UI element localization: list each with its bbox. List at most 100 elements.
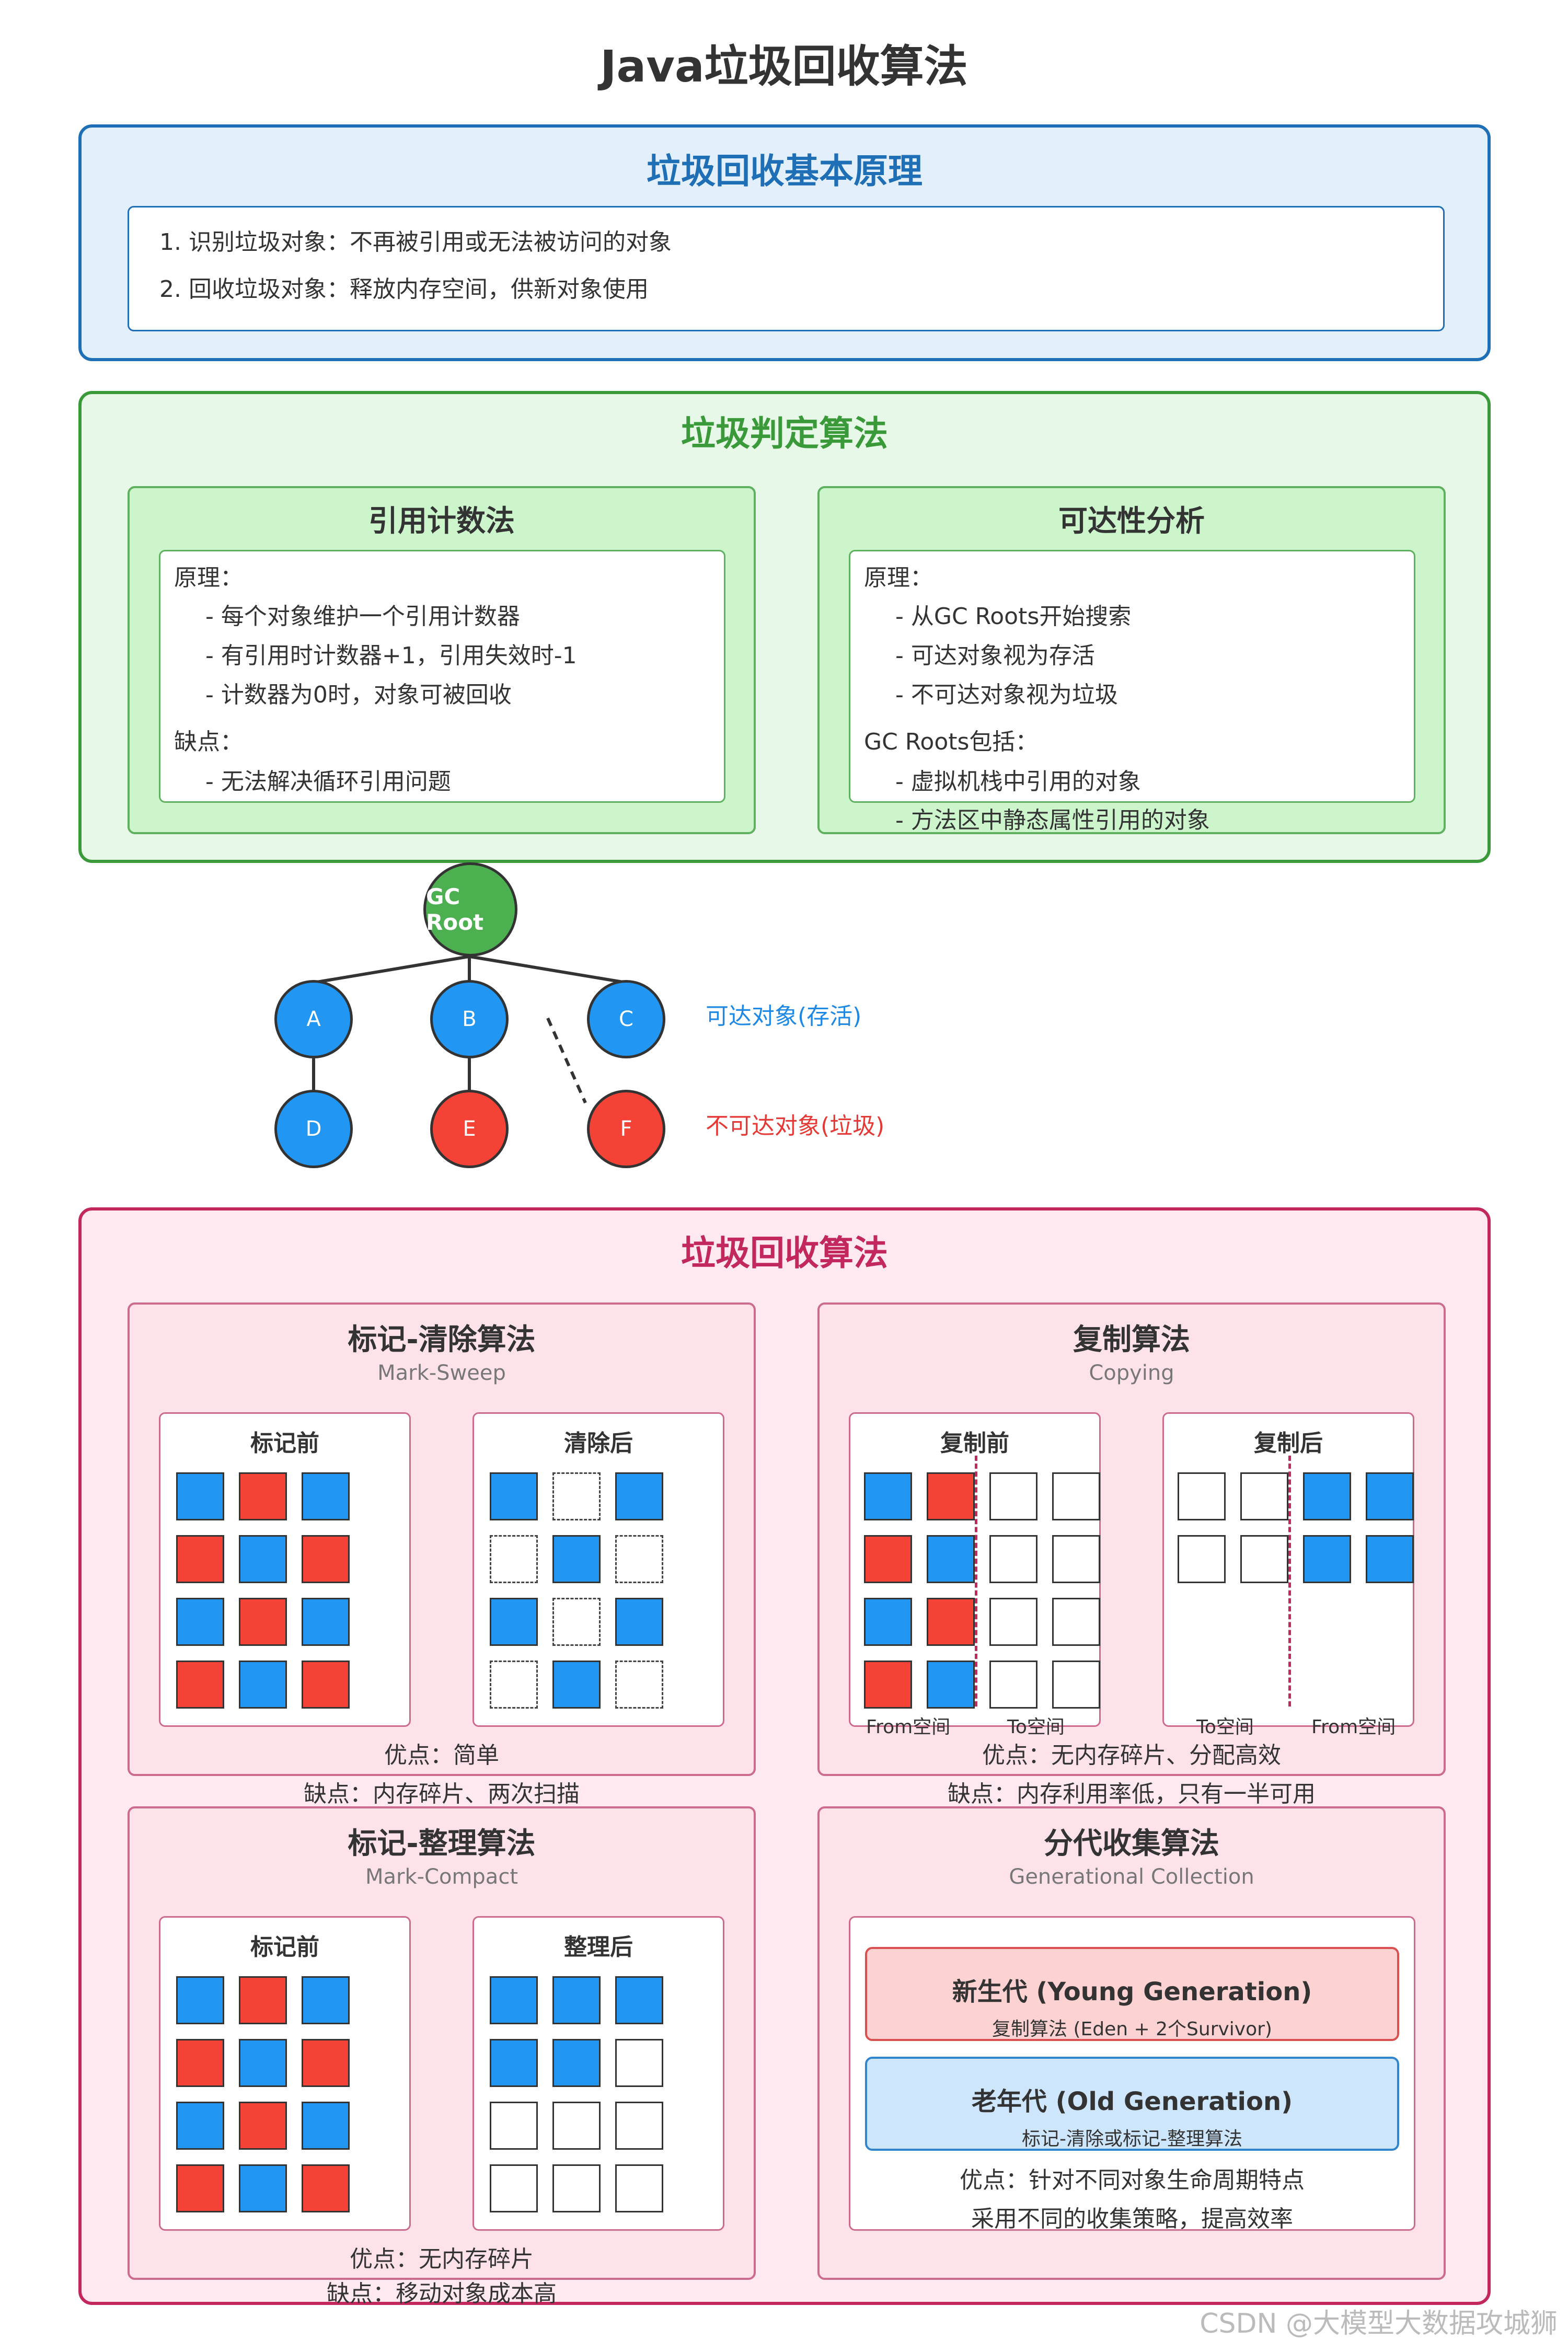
live-object-cell	[239, 1661, 287, 1709]
free-memory-cell	[552, 2164, 601, 2212]
free-memory-cell	[490, 2102, 538, 2150]
page-title: Java垃圾回收算法	[600, 41, 968, 92]
copying-pros: 优点：无内存碎片、分配高效	[982, 1742, 1281, 1769]
generational-subtitle: Generational Collection	[1009, 1865, 1254, 1889]
node-label: F	[620, 1117, 632, 1141]
reach-item: - 不可达对象视为垃圾	[895, 682, 1118, 708]
free-memory-cell	[1240, 1472, 1288, 1520]
live-object-cell	[302, 1976, 350, 2024]
live-object-cell	[615, 1976, 663, 2024]
node-e: E	[430, 1090, 509, 1168]
before-label: 标记前	[250, 1934, 319, 1961]
reach-item: - 从GC Roots开始搜索	[895, 603, 1132, 630]
generational-title: 分代收集算法	[1044, 1827, 1219, 1861]
reachability-panel: 可达性分析 原理： - 从GC Roots开始搜索 - 可达对象视为存活 - 不…	[817, 486, 1446, 834]
refcount-panel: 引用计数法 原理： - 每个对象维护一个引用计数器 - 有引用时计数器+1，引用…	[128, 486, 756, 834]
live-object-cell	[864, 1472, 912, 1520]
mark-compact-pros: 优点：无内存碎片	[350, 2246, 534, 2273]
before-label: 复制前	[940, 1430, 1009, 1457]
mark-compact-before: 标记前	[159, 1916, 411, 2231]
old-generation-sub: 标记-清除或标记-整理算法	[1022, 2128, 1242, 2150]
node-f: F	[587, 1090, 665, 1168]
free-memory-cell	[989, 1472, 1037, 1520]
free-memory-cell	[989, 1598, 1037, 1646]
from-space-label: From空间	[1311, 1716, 1396, 1738]
free-memory-cell	[490, 2164, 538, 2212]
refcount-item: - 计数器为0时，对象可被回收	[205, 682, 512, 708]
detection-section: 垃圾判定算法 引用计数法 原理： - 每个对象维护一个引用计数器 - 有引用时计…	[78, 391, 1491, 863]
node-label: A	[306, 1007, 321, 1031]
free-memory-cell	[1178, 1535, 1226, 1583]
to-space-label: To空间	[1196, 1716, 1254, 1738]
live-object-cell	[176, 1976, 224, 2024]
reach-item: - 可达对象视为存活	[895, 642, 1095, 669]
live-object-cell	[239, 2039, 287, 2087]
garbage-object-cell	[302, 1661, 350, 1709]
free-memory-cell	[989, 1535, 1037, 1583]
live-object-cell	[927, 1535, 975, 1583]
live-object-cell	[1366, 1472, 1414, 1520]
garbage-object-cell	[864, 1661, 912, 1709]
garbage-object-cell	[176, 1661, 224, 1709]
live-object-cell	[302, 1598, 350, 1646]
young-generation-title: 新生代 (Young Generation)	[952, 1977, 1312, 2007]
generational-pros-2: 采用不同的收集策略，提高效率	[971, 2206, 1293, 2232]
live-object-cell	[552, 1976, 601, 2024]
live-object-cell	[552, 2039, 601, 2087]
after-label: 复制后	[1254, 1430, 1323, 1457]
collection-title: 垃圾回收算法	[681, 1233, 888, 1273]
free-memory-cell	[1052, 1661, 1100, 1709]
gc-root-label: GC Root	[426, 884, 484, 935]
live-object-cell	[239, 2164, 287, 2212]
copying-panel: 复制算法 Copying 复制前 From空间 To空间 复制后 To空间 Fr…	[817, 1302, 1446, 1776]
live-object-cell	[490, 1598, 538, 1646]
to-space-label: To空间	[1007, 1716, 1065, 1738]
live-object-cell	[552, 1661, 601, 1709]
live-object-cell	[176, 1472, 224, 1520]
space-divider	[1288, 1456, 1291, 1707]
free-memory-cell	[615, 1661, 663, 1709]
garbage-object-cell	[239, 2102, 287, 2150]
node-label: B	[462, 1007, 477, 1031]
free-memory-cell	[615, 1535, 663, 1583]
free-memory-cell	[615, 2039, 663, 2087]
copying-subtitle: Copying	[1089, 1361, 1174, 1385]
refcount-title: 引用计数法	[368, 504, 515, 538]
free-memory-cell	[989, 1661, 1037, 1709]
principle-item: 2. 回收垃圾对象：释放内存空间，供新对象使用	[159, 276, 649, 303]
garbage-object-cell	[176, 1535, 224, 1583]
garbage-object-cell	[302, 2164, 350, 2212]
copying-title: 复制算法	[1073, 1323, 1190, 1357]
mark-compact-after: 整理后	[472, 1916, 724, 2231]
live-object-cell	[490, 2039, 538, 2087]
garbage-object-cell	[239, 1598, 287, 1646]
garbage-object-cell	[302, 1535, 350, 1583]
detection-title: 垃圾判定算法	[681, 413, 888, 454]
mark-sweep-pros: 优点：简单	[384, 1742, 499, 1769]
refcount-item: - 有引用时计数器+1，引用失效时-1	[205, 642, 577, 669]
copying-cons: 缺点：内存利用率低，只有一半可用	[948, 1781, 1316, 1807]
young-generation: 新生代 (Young Generation) 复制算法 (Eden + 2个Su…	[865, 1947, 1399, 2041]
reach-roots-label: GC Roots包括：	[864, 729, 1039, 755]
free-memory-cell	[615, 2164, 663, 2212]
live-object-cell	[552, 1535, 601, 1583]
principle-item: 1. 识别垃圾对象：不再被引用或无法被访问的对象	[159, 229, 672, 256]
free-memory-cell	[490, 1535, 538, 1583]
free-memory-cell	[1240, 1535, 1288, 1583]
free-memory-cell	[552, 1472, 601, 1520]
generational-box: 新生代 (Young Generation) 复制算法 (Eden + 2个Su…	[849, 1916, 1415, 2232]
node-d: D	[274, 1090, 353, 1168]
reach-principle-label: 原理：	[864, 564, 933, 591]
mark-sweep-panel: 标记-清除算法 Mark-Sweep 标记前 清除后 优点：简单	[128, 1302, 756, 1776]
mark-compact-panel: 标记-整理算法 Mark-Compact 标记前 整理后 优点：无内存碎片	[128, 1806, 756, 2280]
garbage-object-cell	[864, 1535, 912, 1583]
free-memory-cell	[552, 1598, 601, 1646]
live-object-cell	[490, 1976, 538, 2024]
reach-root-item: - 方法区中静态属性引用的对象	[895, 807, 1210, 834]
live-object-cell	[239, 1535, 287, 1583]
live-object-cell	[1366, 1535, 1414, 1583]
reachability-title: 可达性分析	[1058, 504, 1205, 538]
live-object-cell	[927, 1661, 975, 1709]
garbage-object-cell	[176, 2164, 224, 2212]
live-object-cell	[176, 1598, 224, 1646]
